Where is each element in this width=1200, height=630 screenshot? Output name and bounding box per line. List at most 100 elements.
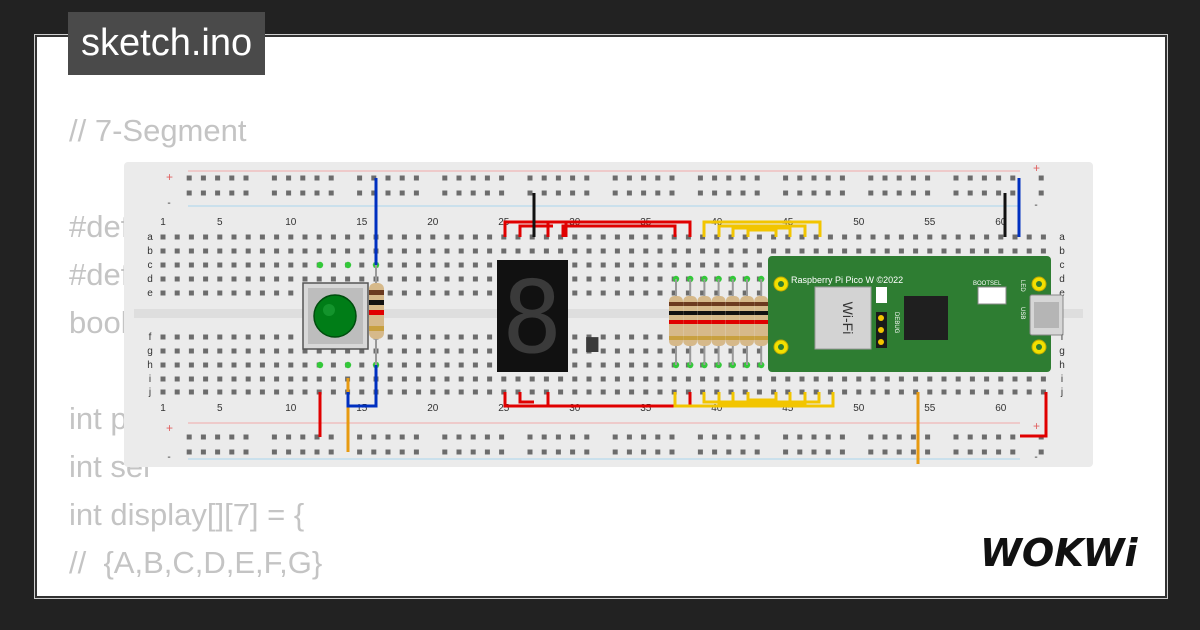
breadboard-hole[interactable] bbox=[345, 348, 351, 354]
breadboard-hole[interactable] bbox=[330, 348, 336, 354]
breadboard-hole[interactable] bbox=[629, 248, 635, 254]
breadboard-hole[interactable] bbox=[160, 376, 166, 382]
breadboard-hole[interactable] bbox=[387, 262, 393, 268]
breadboard-hole[interactable] bbox=[259, 248, 265, 254]
breadboard-hole[interactable] bbox=[472, 389, 478, 395]
breadboard-hole[interactable] bbox=[330, 276, 336, 282]
breadboard-hole[interactable] bbox=[487, 234, 493, 240]
breadboard-hole[interactable] bbox=[697, 434, 703, 440]
breadboard-hole[interactable] bbox=[442, 434, 448, 440]
breadboard-hole[interactable] bbox=[941, 234, 947, 240]
breadboard-hole[interactable] bbox=[996, 190, 1002, 196]
breadboard-hole[interactable] bbox=[288, 248, 294, 254]
breadboard-hole[interactable] bbox=[572, 234, 578, 240]
breadboard-hole[interactable] bbox=[259, 376, 265, 382]
breadboard-hole[interactable] bbox=[302, 348, 308, 354]
breadboard-hole[interactable] bbox=[955, 376, 961, 382]
breadboard-hole[interactable] bbox=[416, 362, 422, 368]
breadboard-hole[interactable] bbox=[927, 248, 933, 254]
breadboard-hole[interactable] bbox=[612, 449, 618, 455]
breadboard-hole[interactable] bbox=[785, 248, 791, 254]
breadboard-hole[interactable] bbox=[472, 262, 478, 268]
breadboard-hole[interactable] bbox=[401, 362, 407, 368]
breadboard-hole[interactable] bbox=[655, 175, 661, 181]
breadboard-hole[interactable] bbox=[756, 262, 762, 268]
breadboard-hole[interactable] bbox=[572, 334, 578, 340]
breadboard-hole[interactable] bbox=[555, 434, 561, 440]
breadboard-hole[interactable] bbox=[629, 334, 635, 340]
breadboard-hole[interactable] bbox=[870, 376, 876, 382]
breadboard-hole[interactable] bbox=[712, 434, 718, 440]
breadboard-hole[interactable] bbox=[217, 376, 223, 382]
breadboard-hole[interactable] bbox=[316, 376, 322, 382]
breadboard-hole[interactable] bbox=[669, 190, 675, 196]
breadboard-hole[interactable] bbox=[1040, 389, 1046, 395]
breadboard-hole[interactable] bbox=[229, 175, 235, 181]
breadboard-hole[interactable] bbox=[274, 376, 280, 382]
breadboard-hole[interactable] bbox=[969, 389, 975, 395]
resistor-segment[interactable] bbox=[711, 279, 726, 365]
breadboard-hole[interactable] bbox=[1026, 389, 1032, 395]
breadboard-hole[interactable] bbox=[359, 234, 365, 240]
wire-yellow-bottom[interactable] bbox=[746, 392, 778, 402]
breadboard-hole[interactable] bbox=[330, 362, 336, 368]
breadboard-hole[interactable] bbox=[825, 434, 831, 440]
breadboard-hole[interactable] bbox=[288, 276, 294, 282]
breadboard-hole[interactable] bbox=[600, 362, 606, 368]
breadboard-hole[interactable] bbox=[842, 376, 848, 382]
breadboard-hole[interactable] bbox=[274, 234, 280, 240]
breadboard-hole[interactable] bbox=[884, 389, 890, 395]
breadboard-hole[interactable] bbox=[314, 434, 320, 440]
breadboard-hole[interactable] bbox=[626, 175, 632, 181]
breadboard-hole[interactable] bbox=[1010, 434, 1016, 440]
breadboard-hole[interactable] bbox=[527, 449, 533, 455]
breadboard-hole[interactable] bbox=[387, 248, 393, 254]
breadboard-hole[interactable] bbox=[359, 248, 365, 254]
breadboard-hole[interactable] bbox=[969, 248, 975, 254]
breadboard-hole[interactable] bbox=[174, 362, 180, 368]
breadboard-hole[interactable] bbox=[286, 190, 292, 196]
breadboard-hole[interactable] bbox=[456, 434, 462, 440]
pico-w-board[interactable]: Wi-Fi Raspberry Pi Pico W ©2022 BOOTSEL … bbox=[768, 256, 1064, 372]
breadboard-hole[interactable] bbox=[174, 376, 180, 382]
breadboard-hole[interactable] bbox=[527, 190, 533, 196]
breadboard-hole[interactable] bbox=[586, 276, 592, 282]
breadboard-hole[interactable] bbox=[458, 376, 464, 382]
breadboard-hole[interactable] bbox=[655, 434, 661, 440]
breadboard-hole[interactable] bbox=[231, 248, 237, 254]
breadboard-hole[interactable] bbox=[728, 348, 734, 354]
breadboard-hole[interactable] bbox=[643, 276, 649, 282]
breadboard-hole[interactable] bbox=[302, 389, 308, 395]
breadboard-hole[interactable] bbox=[712, 449, 718, 455]
breadboard-hole[interactable] bbox=[839, 190, 845, 196]
breadboard-hole[interactable] bbox=[998, 234, 1004, 240]
breadboard-hole[interactable] bbox=[797, 449, 803, 455]
breadboard-hole[interactable] bbox=[842, 389, 848, 395]
breadboard-hole[interactable] bbox=[160, 290, 166, 296]
breadboard-hole[interactable] bbox=[328, 434, 334, 440]
breadboard-hole[interactable] bbox=[188, 376, 194, 382]
breadboard-hole[interactable] bbox=[941, 376, 947, 382]
breadboard-hole[interactable] bbox=[243, 449, 249, 455]
breadboard-hole[interactable] bbox=[572, 362, 578, 368]
breadboard-hole[interactable] bbox=[913, 234, 919, 240]
breadboard-hole[interactable] bbox=[657, 334, 663, 340]
breadboard-hole[interactable] bbox=[570, 190, 576, 196]
breadboard-hole[interactable] bbox=[825, 449, 831, 455]
breadboard-hole[interactable] bbox=[215, 434, 221, 440]
breadboard-hole[interactable] bbox=[499, 449, 505, 455]
breadboard-hole[interactable] bbox=[572, 348, 578, 354]
breadboard-hole[interactable] bbox=[387, 234, 393, 240]
breadboard-hole[interactable] bbox=[728, 376, 734, 382]
breadboard-hole[interactable] bbox=[754, 449, 760, 455]
breadboard-hole[interactable] bbox=[217, 248, 223, 254]
breadboard-hole[interactable] bbox=[357, 449, 363, 455]
breadboard-hole[interactable] bbox=[586, 389, 592, 395]
breadboard-hole[interactable] bbox=[572, 248, 578, 254]
breadboard-hole[interactable] bbox=[160, 276, 166, 282]
breadboard-hole[interactable] bbox=[444, 276, 450, 282]
breadboard-hole[interactable] bbox=[742, 389, 748, 395]
breadboard-hole[interactable] bbox=[188, 334, 194, 340]
breadboard-hole[interactable] bbox=[868, 190, 874, 196]
breadboard-hole[interactable] bbox=[981, 449, 987, 455]
